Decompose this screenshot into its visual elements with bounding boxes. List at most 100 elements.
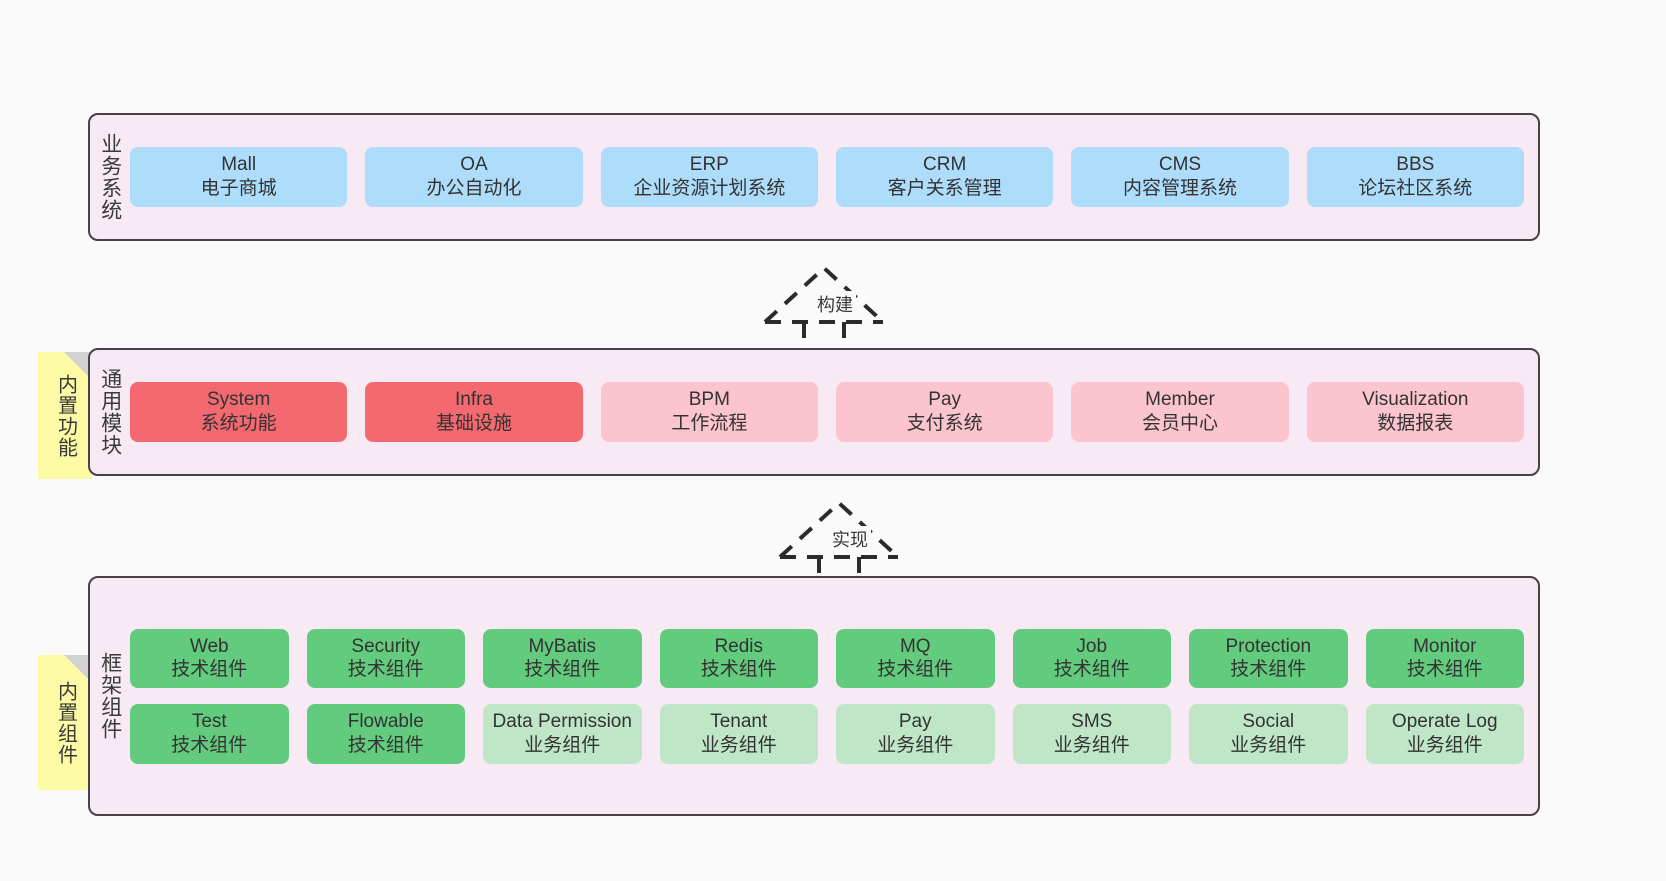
card-title: SMS [1071,711,1113,732]
card-mybatis[interactable]: MyBatis 技术组件 [483,628,642,688]
card-subtitle: 技术组件 [1230,659,1307,681]
card-subtitle: 数据报表 [1377,413,1454,434]
card-mall[interactable]: Mall 电子商城 [130,147,348,207]
card-social[interactable]: Social 业务组件 [1189,704,1348,764]
card-subtitle: 业务组件 [524,734,601,756]
card-subtitle: 系统功能 [200,413,277,434]
card-subtitle: 支付系统 [906,413,983,434]
card-title: Infra [454,389,493,411]
card-crm[interactable]: CRM 客户关系管理 [835,147,1054,207]
folded-corner-icon [64,352,92,380]
card-protection[interactable]: Protection 技术组件 [1189,628,1348,688]
card-title: Job [1076,635,1108,657]
card-visualization[interactable]: Visualization 数据报表 [1306,382,1524,442]
layer-framework-components: 框架组件 Web 技术组件 Security 技术组件 MyBatis 技术组件… [88,576,1540,816]
card-subtitle: 客户关系管理 [887,178,1002,199]
sticky-note-builtin-components: 内置组件 [38,655,92,790]
card-title: Pay [928,389,962,411]
card-subtitle: 会员中心 [1141,413,1218,434]
card-system[interactable]: System 系统功能 [130,382,348,442]
card-title: OA [460,154,488,176]
card-subtitle: 业务组件 [700,734,777,756]
card-title: Flowable [347,711,424,732]
card-title: Protection [1225,635,1312,657]
card-subtitle: 技术组件 [171,659,248,681]
layer-title-common-modules: 通用模块 [98,368,122,456]
layer-body-business-systems: Mall 电子商城 OA 办公自动化 ERP 企业资源计划系统 CRM 客户关系… [130,115,1538,239]
business-card-row: Mall 电子商城 OA 办公自动化 ERP 企业资源计划系统 CRM 客户关系… [130,147,1524,207]
card-pay-module[interactable]: Pay 支付系统 [835,382,1054,442]
card-subtitle: 电子商城 [200,178,277,199]
card-subtitle: 内容管理系统 [1122,178,1237,199]
card-member[interactable]: Member 会员中心 [1071,382,1289,442]
connector-build-label: 构建 [814,291,856,317]
layer-body-common-modules: System 系统功能 Infra 基础设施 BPM 工作流程 Pay 支付系统… [130,350,1538,474]
layer-body-framework-components: Web 技术组件 Security 技术组件 MyBatis 技术组件 Redi… [130,578,1538,814]
card-subtitle: 技术组件 [1053,659,1130,681]
card-operate-log[interactable]: Operate Log 业务组件 [1365,704,1524,764]
sticky-note-builtin-features: 内置功能 [38,352,92,479]
modules-card-row: System 系统功能 Infra 基础设施 BPM 工作流程 Pay 支付系统… [130,382,1524,442]
card-title: Monitor [1413,635,1477,657]
card-title: BPM [688,389,730,411]
card-title: Data Permission [492,711,632,732]
layer-business-systems: 业务系统 Mall 电子商城 OA 办公自动化 ERP 企业资源计划系统 CRM… [88,113,1540,241]
card-subtitle: 论坛社区系统 [1358,178,1473,199]
card-subtitle: 业务组件 [877,734,954,756]
framework-biz-row: Test 技术组件 Flowable 技术组件 Data Permission … [130,704,1524,764]
connector-implement-label: 实现 [829,526,871,552]
framework-tech-row: Web 技术组件 Security 技术组件 MyBatis 技术组件 Redi… [130,628,1524,688]
card-pay-component[interactable]: Pay 业务组件 [836,704,995,764]
card-web[interactable]: Web 技术组件 [130,628,289,688]
card-tenant[interactable]: Tenant 业务组件 [659,704,818,764]
sticky-note-label: 内置组件 [54,680,77,765]
card-title: Tenant [710,711,768,732]
card-subtitle: 技术组件 [877,659,954,681]
card-title: CRM [923,154,967,176]
card-mq[interactable]: MQ 技术组件 [836,628,995,688]
card-job[interactable]: Job 技术组件 [1012,628,1171,688]
card-title: MyBatis [528,635,597,657]
card-title: CMS [1158,154,1202,176]
card-erp[interactable]: ERP 企业资源计划系统 [600,147,818,207]
card-title: Redis [714,635,764,657]
card-title: Member [1145,389,1215,411]
card-security[interactable]: Security 技术组件 [306,628,465,688]
card-subtitle: 技术组件 [171,734,248,756]
card-title: Visualization [1362,389,1469,411]
card-cms[interactable]: CMS 内容管理系统 [1071,147,1289,207]
card-test[interactable]: Test 技术组件 [130,704,289,764]
card-subtitle: 技术组件 [700,659,777,681]
card-data-permission[interactable]: Data Permission 业务组件 [483,704,642,764]
card-flowable[interactable]: Flowable 技术组件 [306,704,465,764]
folded-corner-icon [64,655,92,683]
card-title: Security [351,635,421,657]
card-subtitle: 基础设施 [435,413,512,434]
layer-common-modules: 通用模块 System 系统功能 Infra 基础设施 BPM 工作流程 Pay… [88,348,1540,476]
layer-title-framework-components: 框架组件 [98,652,122,740]
card-title: ERP [689,154,729,176]
card-bpm[interactable]: BPM 工作流程 [600,382,818,442]
card-title: Web [189,635,229,657]
card-oa[interactable]: OA 办公自动化 [365,147,583,207]
sticky-note-label: 内置功能 [54,373,77,458]
card-subtitle: 技术组件 [524,659,601,681]
card-title: Social [1242,711,1295,732]
card-sms[interactable]: SMS 业务组件 [1012,704,1171,764]
card-subtitle: 技术组件 [1406,659,1483,681]
card-subtitle: 业务组件 [1230,734,1307,756]
card-subtitle: 技术组件 [347,734,424,756]
card-subtitle: 业务组件 [1053,734,1130,756]
card-title: System [206,389,271,411]
layer-title-business-systems: 业务系统 [98,133,122,221]
card-title: Pay [898,711,932,732]
card-title: BBS [1396,154,1435,176]
card-bbs[interactable]: BBS 论坛社区系统 [1306,147,1524,207]
card-redis[interactable]: Redis 技术组件 [659,628,818,688]
card-subtitle: 工作流程 [671,413,748,434]
card-title: Operate Log [1391,711,1498,732]
card-monitor[interactable]: Monitor 技术组件 [1365,628,1524,688]
card-title: Mall [221,154,257,176]
card-infra[interactable]: Infra 基础设施 [365,382,583,442]
